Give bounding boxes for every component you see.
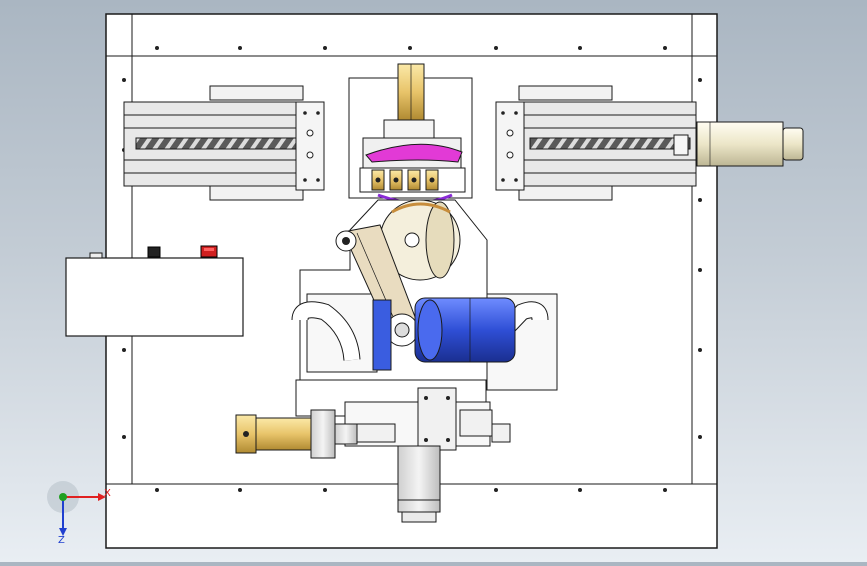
frame-bolts bbox=[122, 46, 702, 492]
left-hose bbox=[291, 301, 361, 361]
red-emergency-button[interactable] bbox=[200, 245, 218, 258]
grinding-wheel[interactable] bbox=[379, 199, 461, 281]
control-box[interactable] bbox=[65, 252, 244, 337]
right-linear-rail[interactable] bbox=[495, 85, 697, 201]
left-brass-cylinder[interactable] bbox=[235, 409, 358, 459]
small-pulley[interactable] bbox=[335, 230, 357, 252]
magenta-clamp[interactable] bbox=[365, 143, 463, 163]
gripper-jaws[interactable] bbox=[359, 167, 466, 193]
axis-triad bbox=[47, 481, 106, 536]
right-cylinder-actuator[interactable] bbox=[696, 121, 804, 167]
large-pulley[interactable] bbox=[385, 313, 419, 347]
bottom-column[interactable] bbox=[397, 445, 441, 523]
blue-motor[interactable] bbox=[372, 297, 516, 371]
axis-x-label: X bbox=[104, 488, 111, 499]
black-push-button[interactable] bbox=[147, 246, 161, 258]
left-linear-rail[interactable] bbox=[123, 85, 325, 201]
lower-slide-block[interactable] bbox=[295, 379, 511, 451]
axis-z-label: Z bbox=[58, 535, 65, 546]
